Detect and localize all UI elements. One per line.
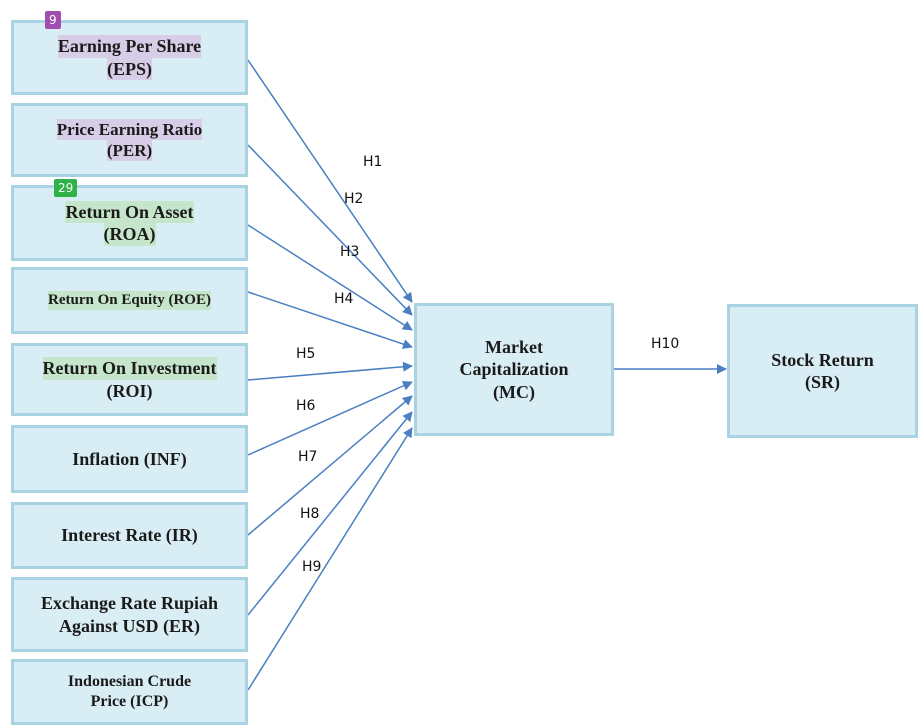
arrow-h6 <box>247 381 413 456</box>
arrow-h1 <box>247 59 413 303</box>
per-label-line2: (PER) <box>106 140 153 162</box>
icp-box: Indonesian Crude Price (ICP) <box>11 659 248 725</box>
roa-count-badge: 29 <box>54 179 78 197</box>
hypothesis-label-h4: H4 <box>334 291 354 307</box>
roi-box: Return On Investment (ROI) <box>11 343 248 416</box>
hypothesis-label-h3: H3 <box>340 244 360 260</box>
roi-label-line1: Return On Investment <box>42 357 217 380</box>
eps-label-line2: (EPS) <box>107 57 152 80</box>
arrow-h5 <box>247 361 413 381</box>
roe-label: Return On Equity (ROE) <box>48 291 211 310</box>
eps-count-badge: 9 <box>45 11 61 29</box>
market-capitalization-box: Market Capitalization (MC) <box>414 303 614 436</box>
er-box: Exchange Rate Rupiah Against USD (ER) <box>11 577 248 652</box>
arrow-h8 <box>247 411 413 616</box>
roi-label-line2: (ROI) <box>106 380 153 401</box>
per-label-line1: Price Earning Ratio <box>56 118 203 140</box>
hypothesis-label-h8: H8 <box>300 506 320 522</box>
roa-label-line1: Return On Asset <box>65 200 194 223</box>
mc-label-line2: Capitalization <box>459 359 569 380</box>
arrow-h4 <box>247 291 413 349</box>
er-label-line2: Against USD (ER) <box>58 615 200 636</box>
icp-label-line2: Price (ICP) <box>90 693 169 710</box>
hypothesis-label-h1: H1 <box>363 154 383 170</box>
icp-label-line1: Indonesian Crude <box>67 673 192 690</box>
roa-label-line2: (ROA) <box>103 223 156 246</box>
hypothesis-label-h2: H2 <box>344 191 364 207</box>
er-label-line1: Exchange Rate Rupiah <box>40 593 219 613</box>
roa-box: Return On Asset (ROA) <box>11 185 248 261</box>
hypothesis-label-h9: H9 <box>302 559 322 575</box>
arrow-h3 <box>247 224 413 331</box>
hypothesis-label-h10: H10 <box>651 336 680 352</box>
mc-label-line1: Market <box>485 336 543 357</box>
per-box: Price Earning Ratio (PER) <box>11 103 248 177</box>
hypothesis-label-h6: H6 <box>296 398 316 414</box>
arrow-h9 <box>247 427 413 691</box>
ir-box: Interest Rate (IR) <box>11 502 248 569</box>
roe-box: Return On Equity (ROE) <box>11 267 248 334</box>
stock-return-box: Stock Return (SR) <box>727 304 918 438</box>
sr-label-line2: (SR) <box>805 372 840 392</box>
eps-label-line1: Earning Per Share <box>57 35 202 58</box>
hypothesis-label-h7: H7 <box>298 449 318 465</box>
inf-box: Inflation (INF) <box>11 425 248 493</box>
mc-label-line3: (MC) <box>493 381 535 402</box>
arrow-h7 <box>247 395 413 536</box>
eps-box: Earning Per Share (EPS) <box>11 20 248 95</box>
sr-label-line1: Stock Return <box>771 349 874 370</box>
inf-label: Inflation (INF) <box>72 448 187 469</box>
ir-label: Interest Rate (IR) <box>61 525 198 546</box>
arrow-h2 <box>247 144 413 316</box>
hypothesis-label-h5: H5 <box>296 346 316 362</box>
